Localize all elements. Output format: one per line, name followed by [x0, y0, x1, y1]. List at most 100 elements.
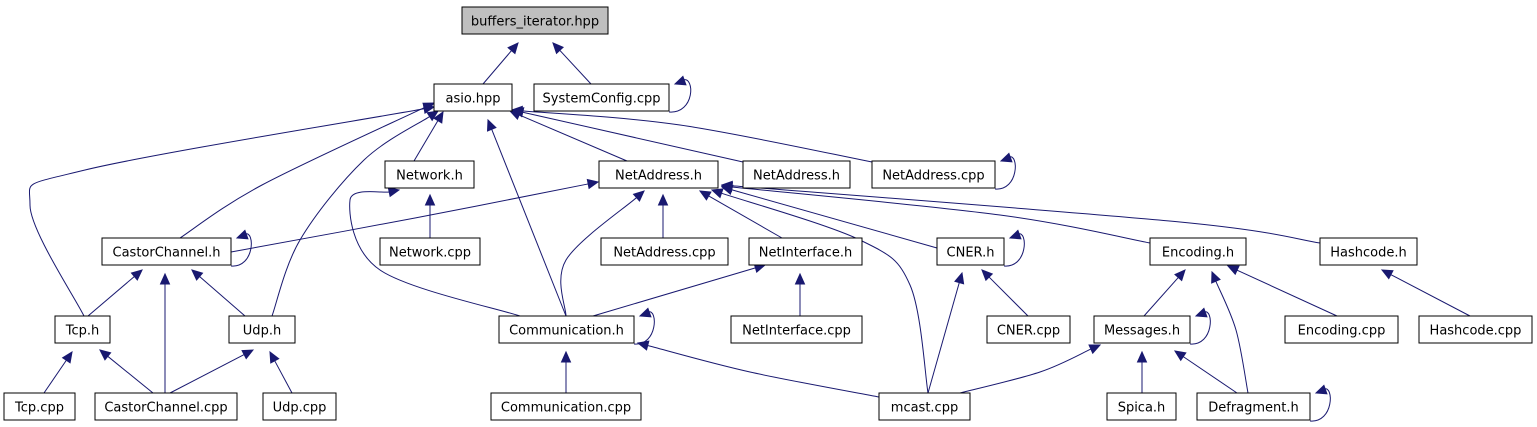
node-encoding-h[interactable]: Encoding.h — [1149, 237, 1247, 266]
node-box[interactable] — [94, 392, 238, 421]
node-box[interactable] — [600, 237, 729, 266]
edge-hashcode-h-to-netaddress-h — [720, 180, 1321, 244]
edge-defragment-h-to-defragment-h-line — [1309, 388, 1331, 422]
edge-communication-h-to-communication-h — [633, 307, 655, 345]
edge-tcp-cpp-to-tcp-h — [43, 350, 73, 394]
edge-communication-h-to-netaddress-h-line — [560, 197, 637, 317]
node-defragment-h[interactable]: Defragment.h — [1196, 392, 1311, 421]
edge-messages-h-to-messages-h — [1189, 307, 1211, 345]
node-box[interactable] — [379, 237, 481, 266]
node-box[interactable] — [986, 315, 1071, 344]
node-label: NetInterface.cpp — [742, 324, 851, 339]
node-box[interactable] — [3, 392, 76, 421]
node-tcp-cpp[interactable]: Tcp.cpp — [3, 392, 76, 421]
node-netinterface-h[interactable]: NetInterface.h — [748, 237, 863, 266]
node-netaddress-cpp-2[interactable]: NetAddress.cpp — [600, 237, 729, 266]
node-box[interactable] — [1319, 237, 1418, 266]
edge-tcp-h-to-castorchannel-h-line — [87, 276, 135, 317]
edge-udp-h-to-castorchannel-h-line — [199, 276, 246, 317]
edge-asio-hpp-to-buffers-iterator-hpp — [482, 42, 519, 85]
edge-messages-h-to-messages-h-line — [1189, 311, 1211, 345]
edge-castorchannel-h-to-netaddress-h — [230, 178, 600, 253]
node-communication-cpp[interactable]: Communication.cpp — [490, 392, 642, 421]
node-buffers-iterator-hpp[interactable]: buffers_iterator.hpp — [461, 6, 609, 35]
node-box[interactable] — [936, 237, 1005, 266]
edge-castorchannel-h-to-asio-hpp-line — [179, 106, 426, 239]
node-label: Udp.cpp — [273, 401, 327, 416]
node-label: Defragment.h — [1208, 401, 1299, 416]
node-netaddress-h-2[interactable]: NetAddress.h — [742, 160, 851, 189]
node-netaddress-h[interactable]: NetAddress.h — [598, 160, 719, 189]
node-box[interactable] — [1106, 392, 1177, 421]
node-label: CastorChannel.cpp — [104, 401, 227, 416]
node-box[interactable] — [871, 160, 996, 189]
edge-network-h-to-asio-hpp-arrowhead — [433, 110, 444, 124]
node-network-cpp[interactable]: Network.cpp — [379, 237, 481, 266]
node-cner-h[interactable]: CNER.h — [936, 237, 1005, 266]
node-box[interactable] — [598, 160, 719, 189]
edge-asio-hpp-to-buffers-iterator-hpp-arrowhead — [507, 42, 519, 55]
edge-cner-h-to-cner-h-line — [1003, 233, 1025, 267]
node-encoding-cpp[interactable]: Encoding.cpp — [1284, 315, 1399, 344]
node-hashcode-h[interactable]: Hashcode.h — [1319, 237, 1418, 266]
edge-encoding-cpp-to-encoding-h-line — [1236, 269, 1338, 317]
edge-systemconfig-cpp-to-buffers-iterator-hpp — [552, 42, 592, 85]
node-messages-h[interactable]: Messages.h — [1093, 315, 1191, 344]
node-box[interactable] — [490, 392, 642, 421]
node-box[interactable] — [742, 160, 851, 189]
node-asio-hpp[interactable]: asio.hpp — [433, 83, 513, 112]
edge-netinterface-h-to-netaddress-h-arrowhead — [698, 190, 712, 201]
edge-netaddress-h-2-to-asio-hpp-line — [522, 111, 744, 163]
node-tcp-h[interactable]: Tcp.h — [54, 315, 111, 344]
node-communication-h[interactable]: Communication.h — [498, 315, 635, 344]
edge-udp-cpp-to-udp-h-line — [274, 360, 293, 394]
node-box[interactable] — [748, 237, 863, 266]
node-spica-h[interactable]: Spica.h — [1106, 392, 1177, 421]
edge-tcp-cpp-to-tcp-h-arrowhead — [61, 350, 73, 364]
node-hashcode-cpp[interactable]: Hashcode.cpp — [1418, 315, 1533, 344]
node-netinterface-cpp[interactable]: NetInterface.cpp — [730, 315, 863, 344]
node-cner-cpp[interactable]: CNER.cpp — [986, 315, 1071, 344]
edge-encoding-h-to-netaddress-h — [720, 181, 1151, 244]
edge-netinterface-cpp-to-netinterface-h-arrowhead — [794, 272, 806, 285]
node-box[interactable] — [54, 315, 111, 344]
node-network-h[interactable]: Network.h — [384, 160, 475, 189]
edge-netaddress-cpp-to-netaddress-cpp-arrowhead — [999, 152, 1013, 163]
node-udp-cpp[interactable]: Udp.cpp — [262, 392, 337, 421]
node-udp-h[interactable]: Udp.h — [228, 315, 296, 344]
node-box[interactable] — [228, 315, 296, 344]
edge-castorchannel-cpp-to-udp-h-line — [169, 354, 245, 394]
node-box[interactable] — [533, 83, 670, 112]
node-systemconfig-cpp[interactable]: SystemConfig.cpp — [533, 83, 670, 112]
node-box[interactable] — [461, 6, 609, 35]
node-box[interactable] — [730, 315, 863, 344]
edge-network-cpp-to-network-h — [424, 193, 436, 238]
edge-defragment-h-to-messages-h — [1173, 350, 1238, 394]
edge-communication-h-to-network-h-line — [349, 191, 521, 317]
node-box[interactable] — [384, 160, 475, 189]
node-box[interactable] — [498, 315, 635, 344]
edge-netaddress-cpp-2-to-netaddress-h-arrowhead — [657, 193, 669, 206]
node-label: Spica.h — [1118, 401, 1166, 416]
edge-hashcode-cpp-to-hashcode-h-line — [1390, 274, 1471, 317]
edge-communication-h-to-netinterface-h — [592, 262, 767, 317]
node-box[interactable] — [262, 392, 337, 421]
node-box[interactable] — [433, 83, 513, 112]
node-mcast-cpp[interactable]: mcast.cpp — [878, 392, 971, 421]
node-label: Network.h — [396, 169, 463, 184]
edge-tcp-h-to-asio-hpp-line — [28, 108, 425, 317]
edge-defragment-h-to-encoding-h-line — [1215, 281, 1249, 394]
edge-mcast-cpp-to-messages-h-line — [959, 348, 1092, 394]
node-box[interactable] — [878, 392, 971, 421]
node-box[interactable] — [1418, 315, 1533, 344]
edge-castorchannel-h-to-castorchannel-h-arrowhead — [235, 229, 249, 240]
node-box[interactable] — [1149, 237, 1247, 266]
node-label: buffers_iterator.hpp — [471, 15, 599, 30]
node-box[interactable] — [101, 237, 232, 266]
node-box[interactable] — [1093, 315, 1191, 344]
node-castorchannel-cpp[interactable]: CastorChannel.cpp — [94, 392, 238, 421]
node-box[interactable] — [1196, 392, 1311, 421]
node-castorchannel-h[interactable]: CastorChannel.h — [101, 237, 232, 266]
node-netaddress-cpp[interactable]: NetAddress.cpp — [871, 160, 996, 189]
node-box[interactable] — [1284, 315, 1399, 344]
